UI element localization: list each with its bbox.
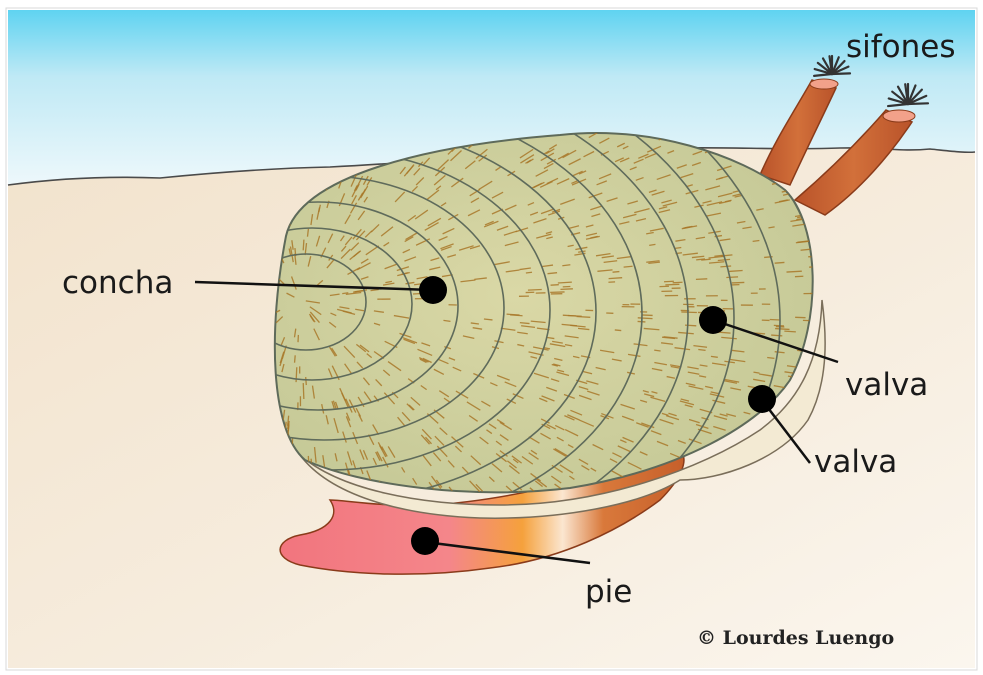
- label-pie: pie: [585, 574, 632, 610]
- pie-marker: [411, 527, 439, 555]
- concha-marker: [419, 276, 447, 304]
- label-concha: concha: [62, 265, 173, 301]
- valva-lower-marker: [748, 385, 776, 413]
- valva-upper-marker: [699, 306, 727, 334]
- label-sifones: sifones: [846, 29, 956, 65]
- copyright-credit: © Lourdes Luengo: [697, 627, 894, 649]
- label-valva-upper: valva: [845, 367, 928, 403]
- label-valva-lower: valva: [814, 444, 897, 480]
